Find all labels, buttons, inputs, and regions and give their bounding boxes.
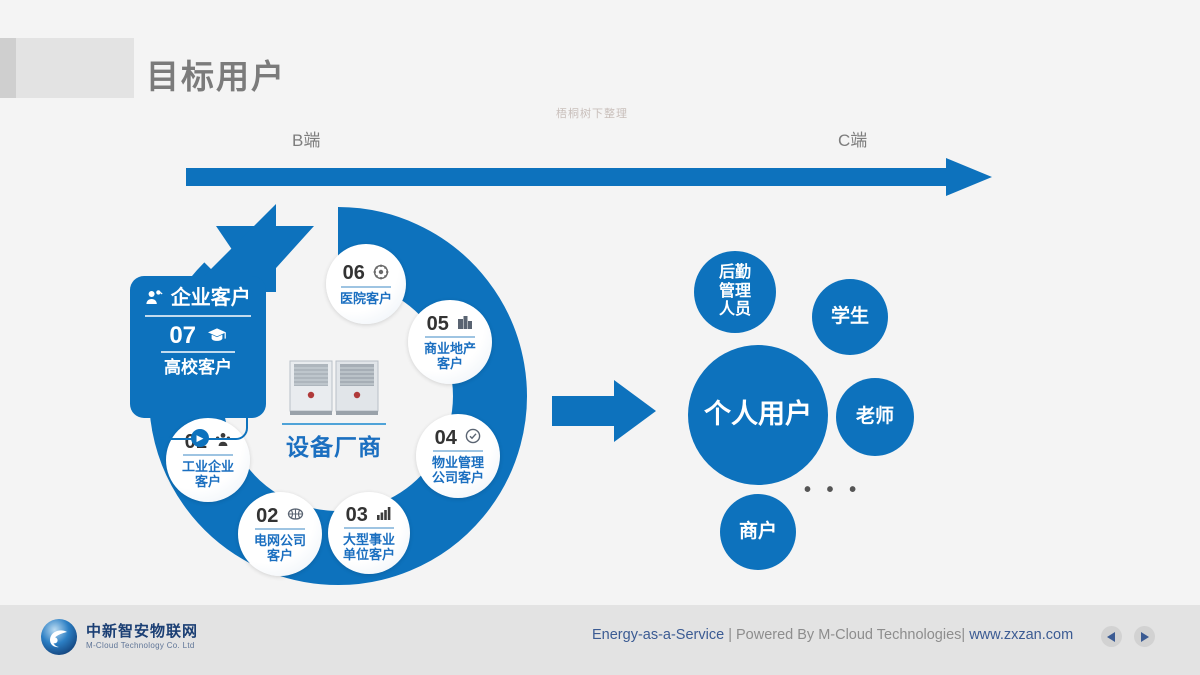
enterprise-heading-row: 企业客户 [130,286,266,311]
medical-cross-icon [373,263,389,285]
bubble-05-label-line1: 商业地产 [423,341,476,357]
page-title: 目标用户 [146,58,286,95]
consumer-circle-individual-user[interactable]: 个人用户 [688,345,828,485]
bubble-01-label-line1: 工业企业 [181,459,234,475]
bubble-06[interactable]: 06 医院客户 [326,244,406,324]
footer-tagline-powered-by: | Powered By M-Cloud Technologies| [724,627,970,643]
consumer-circle-merchant[interactable]: 商户 [720,494,796,570]
bubble-04-number-text: 04 [434,426,457,449]
consumer-circle-merchant-label: 商户 [738,521,777,543]
right-arrow-icon [186,158,992,196]
logo-text: 中新智安物联网 M-Cloud Technology Co. Ltd [86,623,198,651]
globe-logo-icon [41,619,77,655]
logo-name-en: M-Cloud Technology Co. Ltd [86,641,195,650]
enterprise-label: 高校客户 [164,358,232,378]
consumer-circle-student-label: 学生 [830,306,869,328]
bubble-04[interactable]: 04 物业管理 公司客户 [416,414,500,498]
enterprise-connector-bracket: ▶ [152,412,248,447]
equipment-manufacturer-center: 设备厂商 [268,355,400,462]
bubble-01-label-line2: 客户 [194,474,221,490]
bubble-04-label-line1: 物业管理 [431,455,484,471]
bubble-03-label-line1: 大型事业 [342,532,395,548]
bubble-06-number-text: 06 [342,262,365,285]
watermark-text: 梧桐树下整理 [556,108,628,120]
footer-tagline-website[interactable]: www.zxzan.com [969,627,1074,643]
clock-check-icon [465,427,481,449]
axis-label-b-side: B端 [292,131,321,150]
bubble-03-rule [344,527,394,530]
enterprise-number-row: 07 [130,321,266,350]
bubble-02-rule [255,528,305,531]
bubble-02-number-text: 02 [256,504,279,527]
graduation-cap-icon [207,323,227,349]
bubble-05-number-text: 05 [426,312,449,335]
prev-slide-button[interactable] [1101,626,1122,647]
equipment-rule [282,423,386,425]
equipment-manufacturer-label: 设备厂商 [286,434,382,460]
consumer-circle-logistics-staff-label: 后勤管理人员 [718,264,751,319]
triangle-right-icon [1141,631,1149,642]
bubble-04-number: 04 [435,427,482,450]
bubble-05-rule [425,336,475,339]
hvac-equipment-photo [289,360,379,415]
bubble-03[interactable]: 03 大型事业 单位客户 [328,492,410,574]
footer-tagline: Energy-as-a-Service | Powered By M-Cloud… [592,627,1073,643]
play-icon[interactable]: ▶ [191,429,209,447]
consumer-circle-teacher-label: 老师 [855,406,894,428]
bubble-04-label-line2: 公司客户 [431,470,484,486]
logo-name-cn: 中新智安物联网 [86,623,199,640]
axis-label-c-side: C端 [838,131,868,150]
bubble-03-number-text: 03 [345,503,368,526]
bubble-02[interactable]: 02 电网公司 客户 [238,492,322,576]
header-accent-bar [0,38,16,98]
consumer-ellipsis: • • • [804,479,862,501]
bubble-04-rule [433,450,483,453]
consumer-circle-teacher[interactable]: 老师 [836,378,914,456]
enterprise-customer-box[interactable]: 企业客户 07 高校客户 ▶ [130,276,266,447]
bubble-05-label-line2: 客户 [436,356,463,372]
bubble-03-label-line2: 单位客户 [342,547,395,563]
bubble-05-number: 05 [427,313,474,336]
bubble-01-rule [183,454,233,457]
bar-chart-icon [376,504,392,526]
bubble-06-number: 06 [343,262,390,285]
bubble-02-label-line1: 电网公司 [253,533,306,549]
enterprise-heading-text: 企业客户 [170,287,251,309]
consumer-circle-student[interactable]: 学生 [812,279,888,355]
footer-bar [0,605,1200,675]
footer-tagline-service: Energy-as-a-Service [592,627,725,643]
bubble-05[interactable]: 05 商业地产 客户 [408,300,492,384]
globe-grid-icon [287,505,304,527]
enterprise-number-rule [161,351,235,354]
enterprise-number-text: 07 [169,321,197,349]
next-slide-button[interactable] [1134,626,1155,647]
bubble-02-label-line2: 客户 [266,548,293,564]
consumer-circle-individual-user-label: 个人用户 [704,399,812,430]
bubble-03-number: 03 [346,504,393,527]
header-block [16,38,134,98]
bubble-06-rule [341,285,391,288]
consumer-circle-logistics-staff[interactable]: 后勤管理人员 [694,251,776,333]
buildings-icon [457,313,473,335]
users-icon [145,287,163,311]
bubble-06-label-line1: 医院客户 [339,290,392,306]
transition-right-arrow-icon [552,380,656,442]
triangle-left-icon [1107,631,1115,642]
company-logo: 中新智安物联网 M-Cloud Technology Co. Ltd [40,618,198,656]
enterprise-heading-rule [145,314,251,317]
bubble-02-number: 02 [256,505,304,528]
